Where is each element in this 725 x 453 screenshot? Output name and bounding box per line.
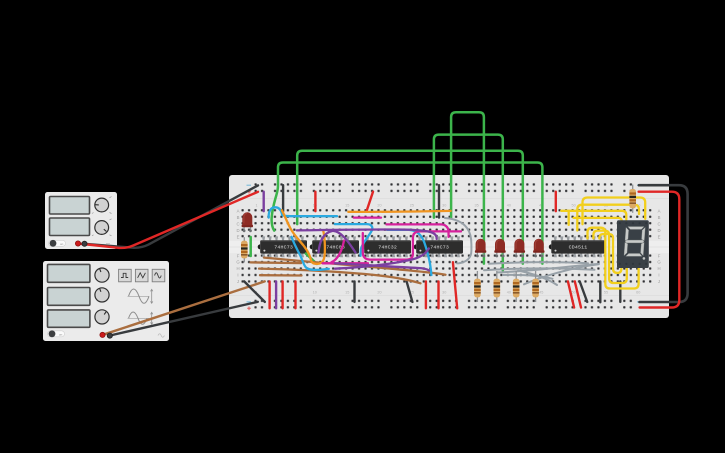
svg-text:D: D: [236, 228, 239, 233]
svg-text:J: J: [658, 279, 660, 284]
svg-text:25: 25: [410, 203, 414, 207]
svg-text:20: 20: [377, 203, 381, 207]
svg-text:50: 50: [571, 203, 575, 207]
svg-text:1: 1: [256, 203, 258, 207]
svg-text:40: 40: [507, 203, 511, 207]
svg-text:B: B: [237, 215, 240, 220]
svg-text:20: 20: [377, 291, 381, 295]
svg-text:on: on: [60, 242, 64, 246]
svg-text:C: C: [236, 222, 239, 227]
svg-text:60: 60: [636, 291, 640, 295]
svg-text:F: F: [658, 253, 661, 258]
svg-text:15: 15: [345, 203, 349, 207]
svg-text:55: 55: [604, 291, 608, 295]
svg-text:CD4511: CD4511: [569, 245, 588, 251]
svg-text:50: 50: [571, 291, 575, 295]
svg-text:I: I: [237, 273, 238, 278]
svg-text:G: G: [236, 260, 240, 265]
svg-text:J: J: [237, 279, 239, 284]
svg-text:H: H: [657, 266, 660, 271]
svg-text:on: on: [59, 332, 63, 336]
svg-text:74HC32: 74HC32: [378, 245, 397, 251]
svg-text:45: 45: [539, 291, 543, 295]
svg-text:I: I: [658, 273, 659, 278]
svg-text:E: E: [237, 235, 240, 240]
svg-text:A: A: [658, 209, 661, 214]
svg-text:G: G: [657, 260, 661, 265]
svg-text:74HC73: 74HC73: [274, 245, 293, 251]
svg-text:10: 10: [313, 291, 317, 295]
svg-text:40: 40: [507, 291, 511, 295]
svg-text:B: B: [658, 215, 661, 220]
svg-text:74HC73: 74HC73: [430, 245, 449, 251]
svg-text:F: F: [237, 253, 240, 258]
svg-text:C: C: [657, 222, 660, 227]
svg-text:H: H: [236, 266, 239, 271]
svg-text:25: 25: [410, 291, 414, 295]
svg-text:15: 15: [345, 291, 349, 295]
svg-text:30: 30: [442, 203, 446, 207]
svg-text:A: A: [237, 209, 240, 214]
svg-text:30: 30: [442, 291, 446, 295]
svg-text:35: 35: [474, 203, 478, 207]
svg-text:74HC08: 74HC08: [326, 245, 345, 251]
svg-text:E: E: [658, 235, 661, 240]
svg-text:D: D: [657, 228, 660, 233]
